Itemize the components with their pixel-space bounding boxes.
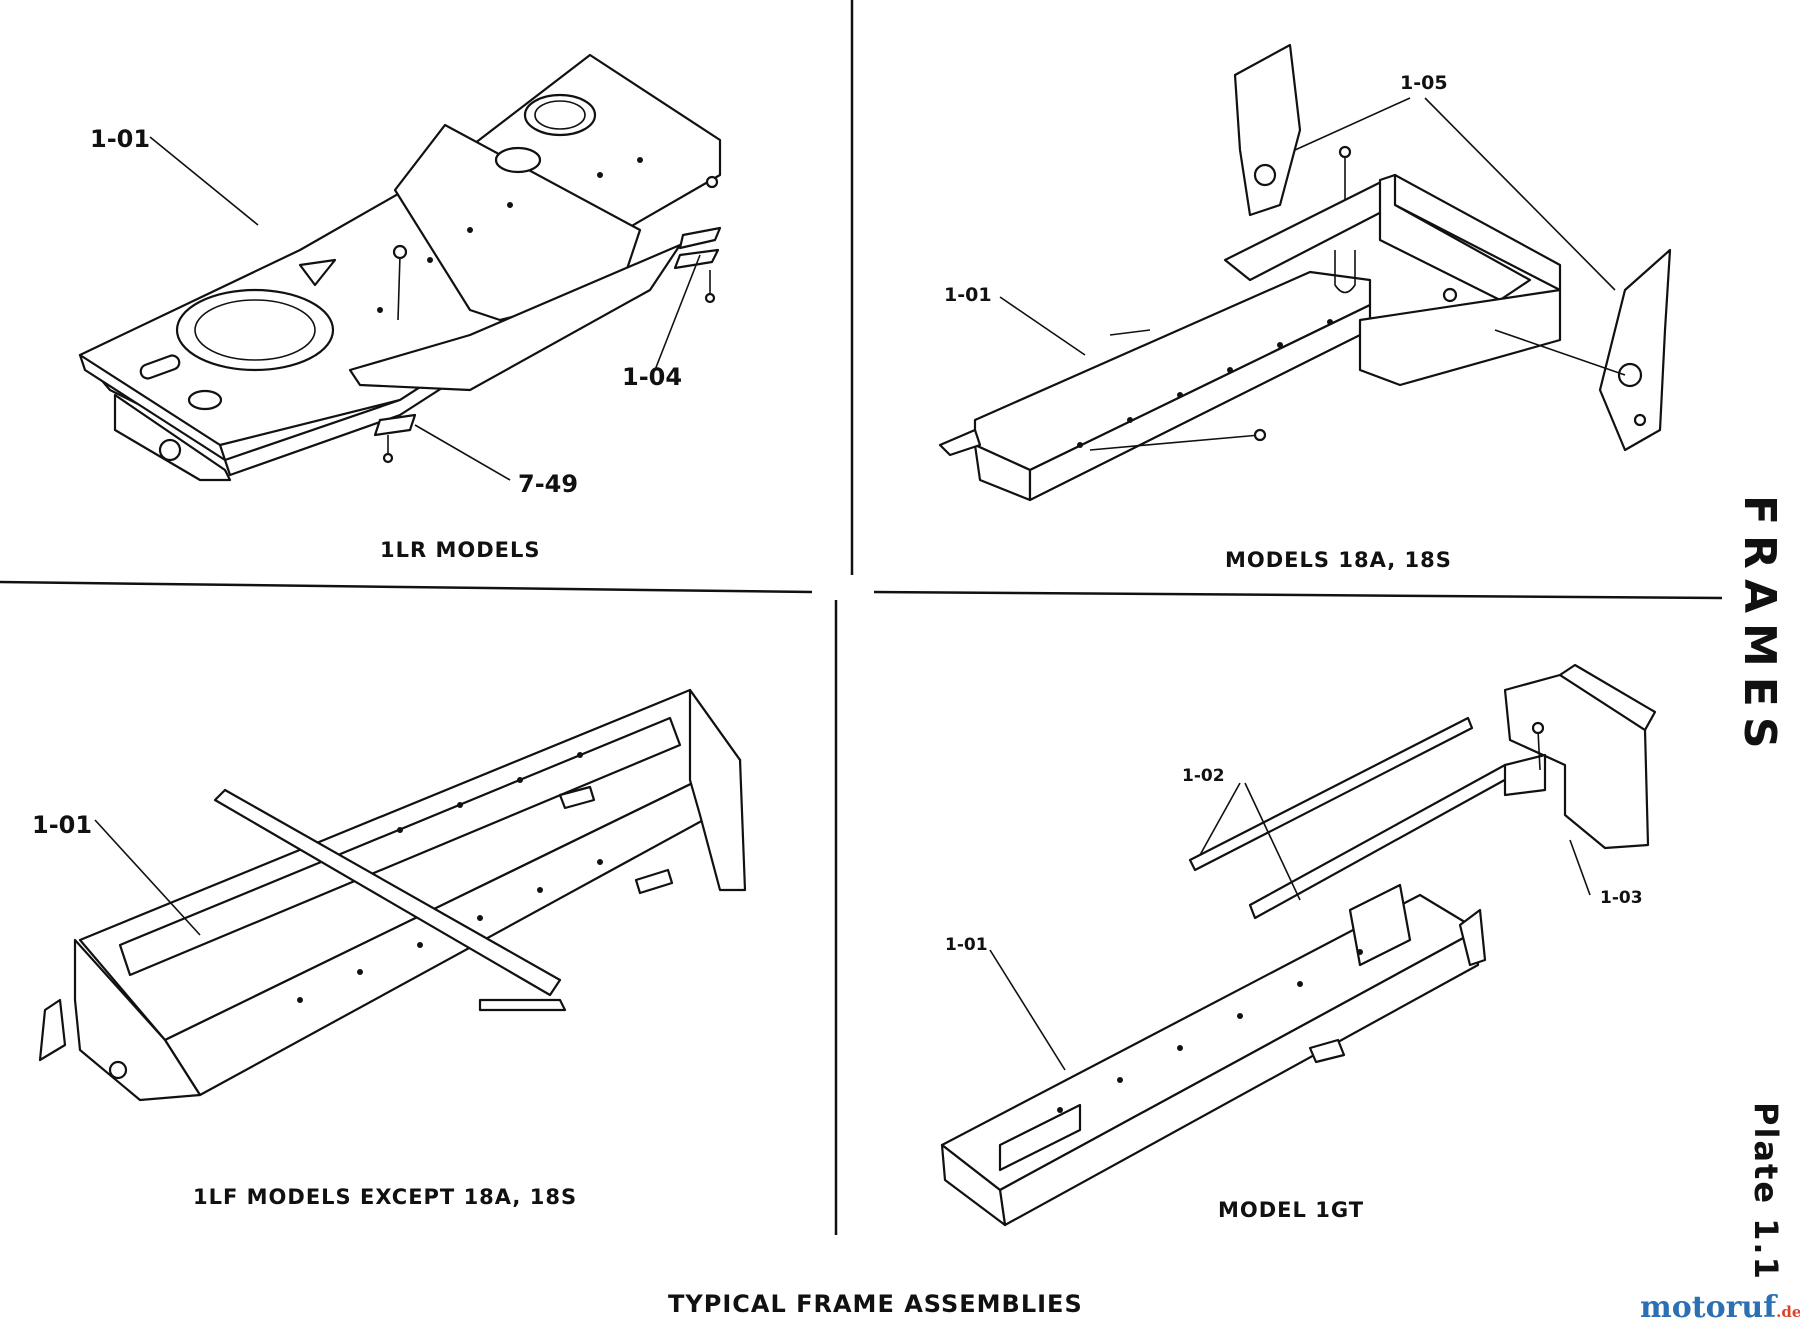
callout-1gt-1-03: 1-03 <box>1600 888 1643 908</box>
panel-title-1lr: 1LR MODELS <box>380 538 541 562</box>
callout-18a-1-01: 1-01 <box>944 284 992 306</box>
divider-horizontal-right <box>873 590 1723 600</box>
panel-title-18a-18s: MODELS 18A, 18S <box>1225 548 1452 572</box>
callout-1lr-1-01: 1-01 <box>90 125 151 153</box>
plate-caption: TYPICAL FRAME ASSEMBLIES <box>668 1290 1083 1318</box>
plate-number: Plate 1.1 <box>1747 1102 1785 1281</box>
callout-1lr-7-49: 7-49 <box>518 470 579 498</box>
frame-18a-drawing <box>938 43 1672 502</box>
watermark-text: motoruf <box>1640 1290 1777 1325</box>
frame-1gt-drawing <box>940 663 1657 1227</box>
divider-horizontal-left <box>0 580 813 594</box>
callout-1gt-1-02: 1-02 <box>1182 766 1225 786</box>
callout-1lf-1-01: 1-01 <box>32 811 93 839</box>
panel-title-1lf: 1LF MODELS EXCEPT 18A, 18S <box>193 1185 578 1209</box>
watermark-suffix: .de <box>1776 1303 1800 1321</box>
frame-1lf-drawing <box>38 688 747 1102</box>
frame-1lr-drawing <box>78 53 722 482</box>
callout-18a-1-05: 1-05 <box>1400 72 1448 94</box>
section-title-frames: FRAMES <box>1734 495 1785 759</box>
callout-1gt-1-01: 1-01 <box>945 935 988 955</box>
panel-title-1gt: MODEL 1GT <box>1218 1198 1365 1222</box>
callout-1lr-1-04: 1-04 <box>622 363 683 391</box>
watermark-logo: motoruf.de <box>1640 1290 1800 1325</box>
